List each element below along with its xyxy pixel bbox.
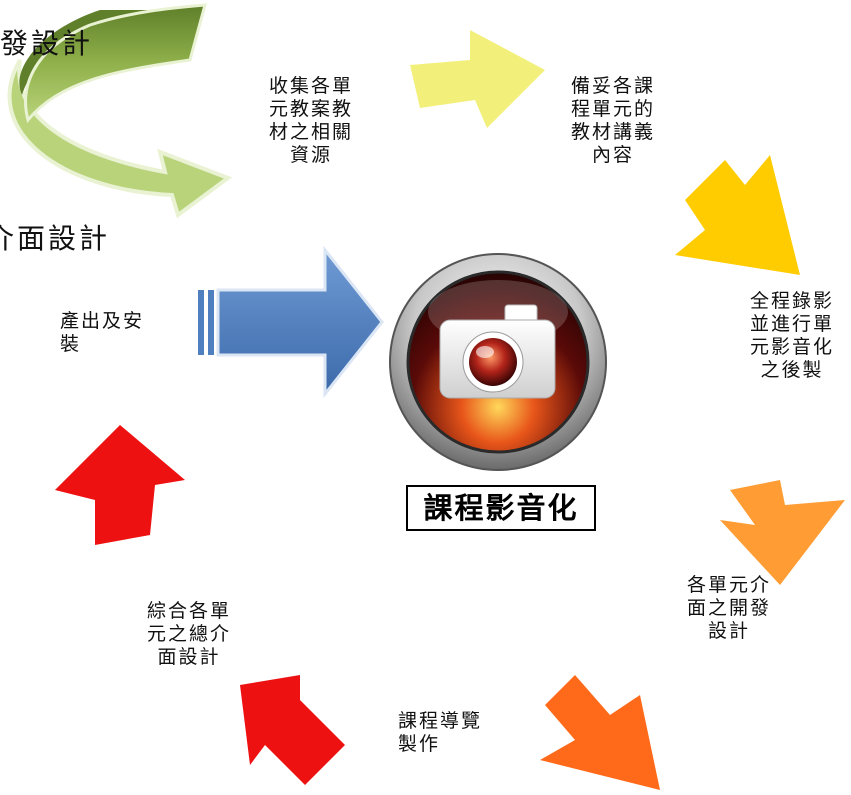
center-title: 課程影音化 xyxy=(406,485,596,531)
step-arrow-2 xyxy=(410,30,545,128)
step-arrow-3 xyxy=(675,155,800,275)
curved-arrow-label-bottom: 介面設計 xyxy=(0,222,111,255)
step-arrow-6 xyxy=(240,675,345,785)
step-label-7: 產出及安 裝 xyxy=(60,310,145,355)
step-label-5: 課程導覽 製作 xyxy=(398,710,483,755)
step-label-3: 全程錄影 並進行單 元影音化 之後製 xyxy=(749,290,834,381)
step-arrow-7 xyxy=(55,425,185,545)
step-label-6: 綜合各單 元之總介 面設計 xyxy=(146,600,231,668)
camera-icon xyxy=(389,253,607,471)
blue-arrow xyxy=(198,245,384,399)
step-label-2: 備妥各課 程單元的 教材講義 內容 xyxy=(570,75,655,166)
step-label-4: 各單元介 面之開發 設計 xyxy=(686,574,771,642)
curved-arrow-label-top: 發設計 xyxy=(0,27,94,60)
step-arrow-4 xyxy=(720,480,845,585)
curved-arrow xyxy=(7,3,233,219)
step-arrow-5 xyxy=(540,675,660,790)
step-label-1: 收集各單 元教案教 材之相關 資源 xyxy=(268,75,353,166)
